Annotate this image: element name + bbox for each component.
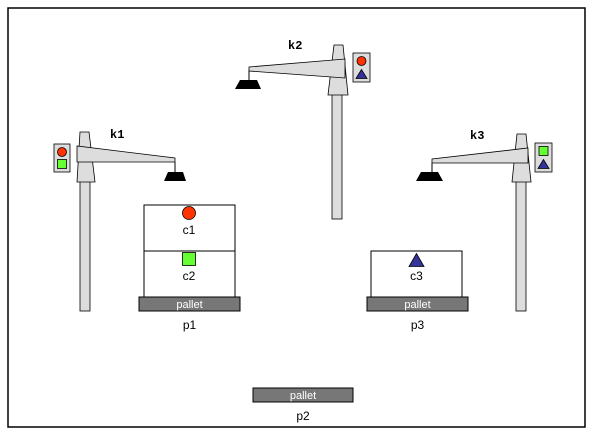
pallet-p1-name: p1 xyxy=(183,318,197,332)
pallet-p1-text: pallet xyxy=(176,299,202,311)
container-c1-label: c1 xyxy=(183,223,196,237)
crane-k2: k2 xyxy=(235,39,371,220)
pallet-p1-body xyxy=(138,296,241,312)
pallet-p2-body xyxy=(252,387,354,403)
container-c2: c2 xyxy=(143,250,236,298)
green-square-icon xyxy=(538,146,549,156)
crane-k1-mast xyxy=(79,175,91,312)
pallet-p3-name: p3 xyxy=(411,318,425,332)
crane-k1: k1 xyxy=(53,128,186,312)
pallet-p3: pallet p3 xyxy=(366,296,469,332)
pallet-p3-body xyxy=(366,296,469,312)
pallet-p1: pallet p1 xyxy=(138,296,241,332)
crane-k3: k3 xyxy=(416,129,553,312)
crane-k3-mast xyxy=(515,175,527,312)
crane-k2-label: k2 xyxy=(288,39,302,53)
container-c3: c3 xyxy=(370,250,463,298)
diagram-frame xyxy=(7,7,586,428)
green-square-icon xyxy=(57,159,67,169)
red-circle-icon xyxy=(182,206,196,220)
pallet-p3-text: pallet xyxy=(404,299,430,311)
pallet-p2: pallet p2 xyxy=(252,387,354,423)
crane-k1-label: k1 xyxy=(110,128,124,142)
pallet-p2-name: p2 xyxy=(296,409,310,423)
blue-triangle-icon xyxy=(537,158,550,169)
pallet-p2-text: pallet xyxy=(290,390,316,402)
red-circle-icon xyxy=(356,56,367,66)
container-c3-label: c3 xyxy=(410,269,423,283)
crane-k2-hook xyxy=(235,80,261,89)
blue-triangle-icon xyxy=(355,68,368,79)
green-square-icon xyxy=(182,252,196,266)
crane-k3-hook xyxy=(416,172,443,181)
crane-k3-label: k3 xyxy=(470,129,484,143)
blue-triangle-icon xyxy=(408,252,425,267)
crane-k2-jib xyxy=(248,58,346,79)
crane-k3-jib xyxy=(431,147,529,164)
red-circle-icon xyxy=(57,147,67,157)
crane-k2-mast xyxy=(331,89,343,220)
crane-k1-hook xyxy=(164,172,186,181)
container-c2-label: c2 xyxy=(183,269,196,283)
container-c1: c1 xyxy=(143,204,236,252)
